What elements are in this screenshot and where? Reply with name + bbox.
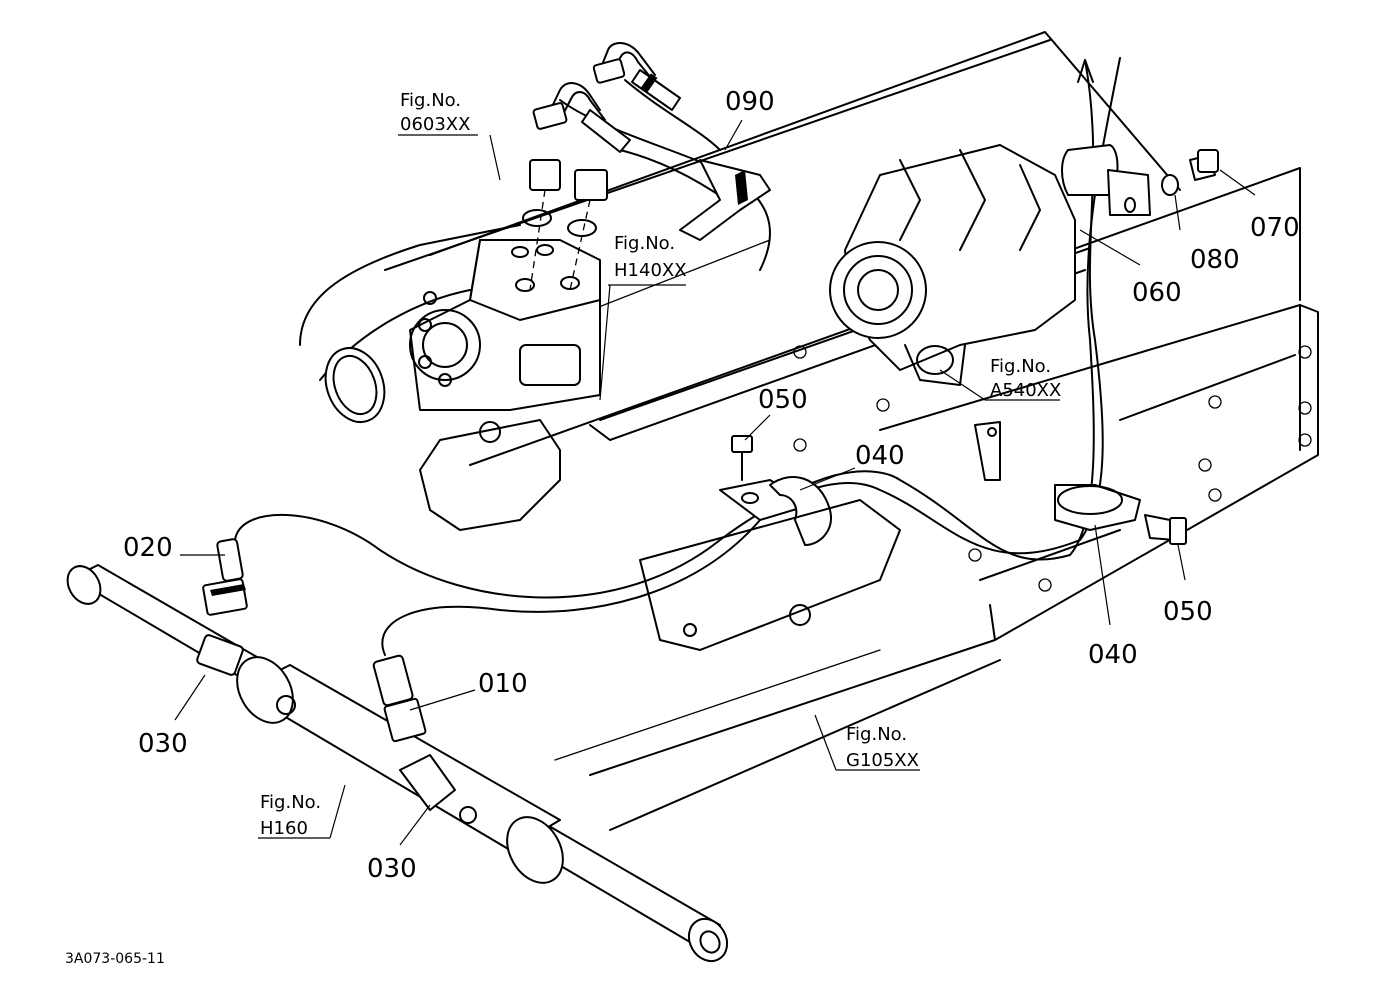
callout-030-bottom: 030 [367, 854, 417, 884]
leader-lines [174, 119, 1256, 846]
callout-080: 080 [1190, 245, 1240, 275]
figref-h140-label: Fig.No. [614, 233, 675, 254]
figref-0603-label: Fig.No. [400, 90, 461, 111]
drawing-code: 3A073-065-11 [65, 951, 165, 967]
steering-cylinder [66, 564, 729, 963]
hydraulic-pump [299, 224, 601, 423]
callout-010: 010 [478, 669, 528, 699]
figref-a540-label: Fig.No. [990, 356, 1051, 377]
callouts: 090 070 080 060 050 040 020 050 040 010 … [123, 87, 1300, 884]
callout-070: 070 [1250, 213, 1300, 243]
callout-060: 060 [1132, 278, 1182, 308]
callout-030-left: 030 [138, 729, 188, 759]
figref-a540-code: A540XX [990, 380, 1061, 401]
front-frame-plate [554, 304, 1319, 831]
callout-050-right: 050 [1163, 597, 1213, 627]
callout-050-top: 050 [758, 385, 808, 415]
figref-h160-label: Fig.No. [260, 792, 321, 813]
lower-fittings [196, 538, 456, 811]
alternator [829, 144, 1076, 386]
callout-040-top: 040 [855, 441, 905, 471]
figure-references: Fig.No. 0603XX Fig.No. H140XX Fig.No. A5… [260, 90, 1061, 839]
upper-fittings [522, 42, 681, 291]
figref-h160-code: H160 [260, 818, 308, 839]
figref-g105-code: G105XX [846, 750, 919, 771]
hydraulic-hoses [234, 57, 1121, 656]
callout-090: 090 [725, 87, 775, 117]
callout-020: 020 [123, 533, 173, 563]
callout-040-right: 040 [1088, 640, 1138, 670]
hardware [419, 144, 1219, 651]
figref-h140-code: H140XX [614, 260, 687, 281]
figref-g105-label: Fig.No. [846, 724, 907, 745]
figref-0603-code: 0603XX [400, 114, 470, 135]
